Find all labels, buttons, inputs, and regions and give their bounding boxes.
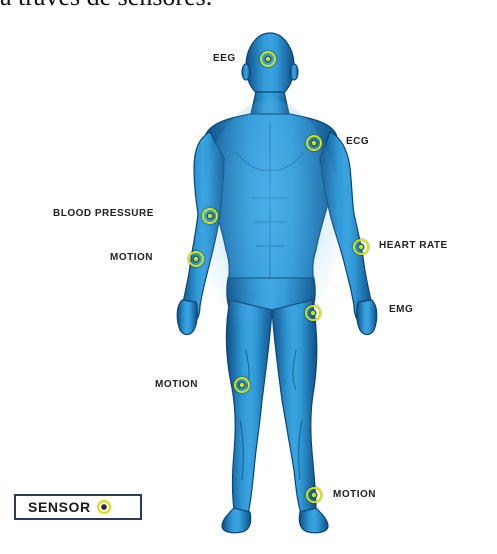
- sensor-marker-motion-arm: [188, 251, 204, 267]
- sensor-marker-ecg: [306, 135, 322, 151]
- sensor-marker-heart-rate: [353, 239, 369, 255]
- label-motion-ankle: MOTION: [333, 489, 376, 500]
- label-ecg: ECG: [346, 136, 369, 147]
- sensor-legend: SENSOR: [14, 494, 142, 520]
- legend-label: SENSOR: [28, 499, 91, 515]
- label-eeg: EEG: [213, 53, 236, 64]
- label-motion-arm: MOTION: [110, 252, 153, 263]
- label-emg: EMG: [389, 304, 413, 315]
- sensor-marker-blood-pressure: [202, 208, 218, 224]
- label-motion-knee: MOTION: [155, 379, 198, 390]
- legend-sensor-icon: [97, 500, 111, 514]
- sensor-marker-motion-knee: [234, 377, 250, 393]
- sensor-marker-motion-ankle: [306, 487, 322, 503]
- label-blood-pressure: BLOOD PRESSURE: [53, 208, 154, 219]
- label-heart-rate: HEART RATE: [379, 240, 448, 251]
- sensor-marker-emg: [305, 305, 321, 321]
- sensor-marker-eeg: [260, 51, 276, 67]
